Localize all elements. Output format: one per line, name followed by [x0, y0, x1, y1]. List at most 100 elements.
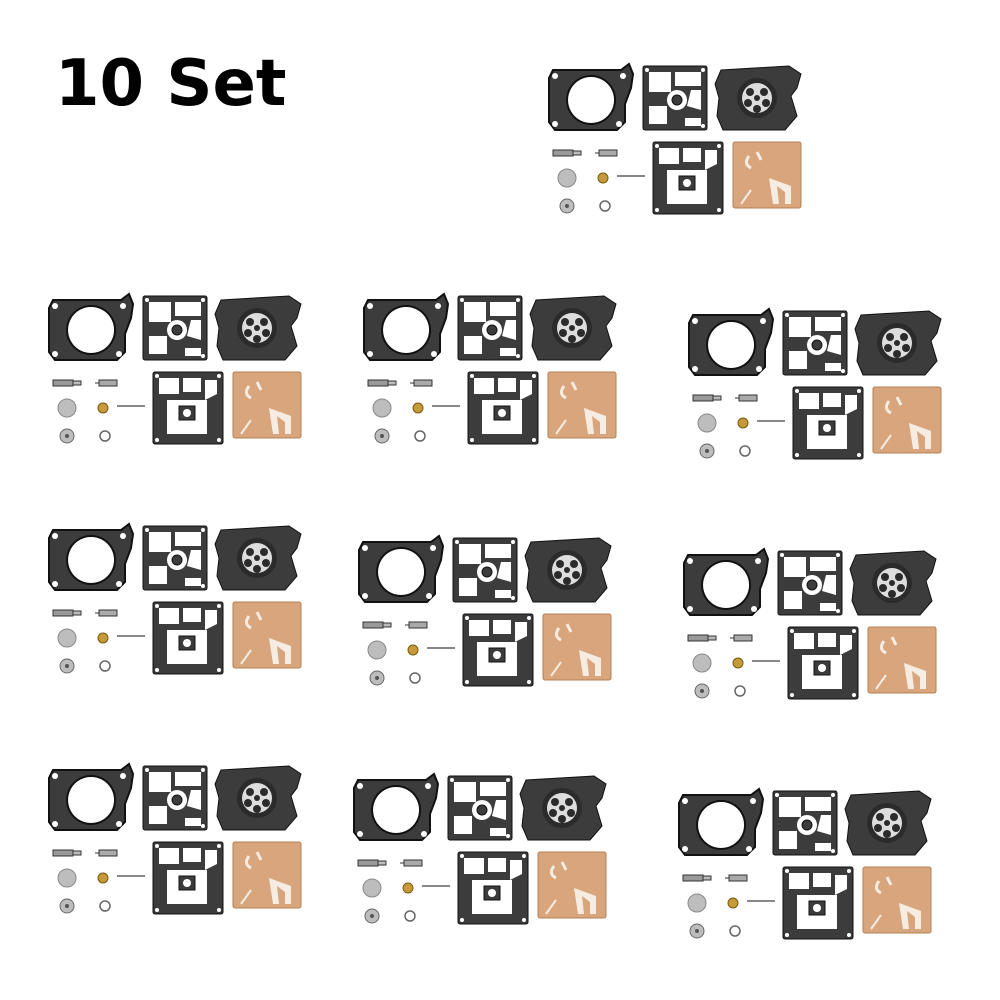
- welch-plug: [57, 868, 77, 888]
- screw-cap: [694, 683, 710, 699]
- pump-diaphragm: [844, 790, 932, 856]
- gasket-frame: [777, 550, 843, 616]
- metering-gasket: [467, 371, 539, 445]
- pump-diaphragm: [524, 537, 612, 603]
- spring-ring: [99, 430, 111, 442]
- screw-cap: [559, 198, 575, 214]
- needle-valve: [362, 621, 392, 629]
- metering-gasket: [457, 851, 529, 925]
- needle-valve: [52, 609, 82, 617]
- gasket-ring: [353, 772, 440, 841]
- gasket-frame: [142, 295, 208, 361]
- carburetor-kit: [350, 770, 610, 930]
- screw-cap: [59, 898, 75, 914]
- welch-plug: [57, 398, 77, 418]
- carburetor-kit: [680, 545, 940, 705]
- gasket-ring: [48, 762, 135, 831]
- brass-screen: [597, 172, 609, 184]
- gasket-frame: [447, 775, 513, 841]
- gasket-frame: [142, 765, 208, 831]
- welch-plug: [362, 878, 382, 898]
- needle-valve: [552, 149, 582, 157]
- spring-ring: [729, 925, 741, 937]
- gasket-ring: [678, 787, 765, 856]
- welch-plug: [557, 168, 577, 188]
- metering-diaphragm: [232, 601, 302, 669]
- pump-diaphragm: [214, 525, 302, 591]
- inlet-needle: [95, 609, 118, 617]
- inlet-needle: [95, 379, 118, 387]
- inlet-needle: [730, 634, 753, 642]
- brass-screen: [412, 402, 424, 414]
- metering-diaphragm: [867, 626, 937, 694]
- welch-plug: [697, 413, 717, 433]
- needle-valve: [52, 379, 82, 387]
- inlet-needle: [595, 149, 618, 157]
- gasket-frame: [452, 537, 518, 603]
- needle-valve: [367, 379, 397, 387]
- metering-gasket: [782, 866, 854, 940]
- gasket-ring: [688, 307, 775, 376]
- inlet-needle: [735, 394, 758, 402]
- needle-valve: [682, 874, 712, 882]
- metering-gasket: [787, 626, 859, 700]
- needle-valve: [687, 634, 717, 642]
- metering-diaphragm: [872, 386, 942, 454]
- gasket-frame: [642, 65, 708, 131]
- screw-cap: [364, 908, 380, 924]
- metering-diaphragm: [232, 371, 302, 439]
- brass-screen: [97, 632, 109, 644]
- carburetor-kit: [355, 532, 615, 692]
- carburetor-kit: [45, 760, 305, 920]
- metering-gasket: [652, 141, 724, 215]
- welch-plug: [692, 653, 712, 673]
- brass-screen: [97, 872, 109, 884]
- pump-diaphragm: [519, 775, 607, 841]
- metering-diaphragm: [547, 371, 617, 439]
- spring-ring: [99, 900, 111, 912]
- inlet-needle: [400, 859, 423, 867]
- screw-cap: [59, 428, 75, 444]
- inlet-needle: [725, 874, 748, 882]
- metering-diaphragm: [862, 866, 932, 934]
- needle-valve: [692, 394, 722, 402]
- carburetor-kit: [45, 290, 305, 450]
- carburetor-kit: [45, 520, 305, 680]
- pump-diaphragm: [854, 310, 942, 376]
- gasket-ring: [48, 522, 135, 591]
- gasket-ring: [683, 547, 770, 616]
- metering-gasket: [152, 841, 224, 915]
- brass-screen: [97, 402, 109, 414]
- screw-cap: [369, 670, 385, 686]
- metering-diaphragm: [542, 613, 612, 681]
- needle-valve: [357, 859, 387, 867]
- gasket-ring: [48, 292, 135, 361]
- brass-screen: [727, 897, 739, 909]
- welch-plug: [367, 640, 387, 660]
- gasket-ring: [363, 292, 450, 361]
- spring-ring: [99, 660, 111, 672]
- metering-gasket: [152, 371, 224, 445]
- spring-ring: [599, 200, 611, 212]
- gasket-frame: [457, 295, 523, 361]
- gasket-ring: [548, 62, 635, 131]
- spring-ring: [404, 910, 416, 922]
- pump-diaphragm: [714, 65, 802, 131]
- screw-cap: [59, 658, 75, 674]
- screw-cap: [699, 443, 715, 459]
- welch-plug: [687, 893, 707, 913]
- pump-diaphragm: [529, 295, 617, 361]
- brass-screen: [407, 644, 419, 656]
- needle-valve: [52, 849, 82, 857]
- carburetor-kit: [675, 785, 935, 945]
- metering-diaphragm: [732, 141, 802, 209]
- spring-ring: [734, 685, 746, 697]
- metering-gasket: [792, 386, 864, 460]
- gasket-frame: [782, 310, 848, 376]
- metering-gasket: [152, 601, 224, 675]
- screw-cap: [689, 923, 705, 939]
- spring-ring: [409, 672, 421, 684]
- metering-gasket: [462, 613, 534, 687]
- spring-ring: [414, 430, 426, 442]
- screw-cap: [374, 428, 390, 444]
